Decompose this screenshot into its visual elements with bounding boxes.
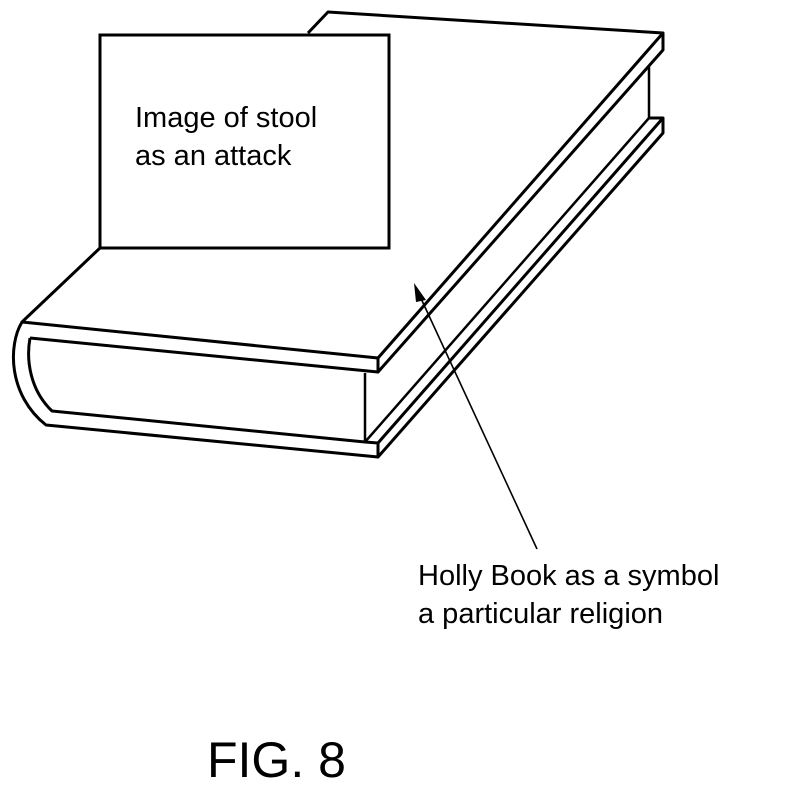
page-block	[363, 67, 651, 444]
label-box-line-2: as an attack	[135, 140, 292, 172]
book-drawing	[12, 10, 665, 459]
bottom-cover	[364, 116, 665, 459]
top-cover-edge	[29, 336, 379, 374]
label-box-line-1: Image of stool	[135, 102, 317, 134]
arrowhead-icon	[414, 283, 426, 302]
spine-outer	[12, 321, 379, 459]
callout-arrow	[414, 283, 538, 550]
callout-line-2: a particular religion	[418, 598, 663, 630]
label-box	[98, 33, 391, 250]
spine-inner	[27, 337, 366, 444]
figure-caption: FIG. 8	[207, 732, 346, 788]
callout-line-1: Holly Book as a symbol	[418, 560, 719, 592]
